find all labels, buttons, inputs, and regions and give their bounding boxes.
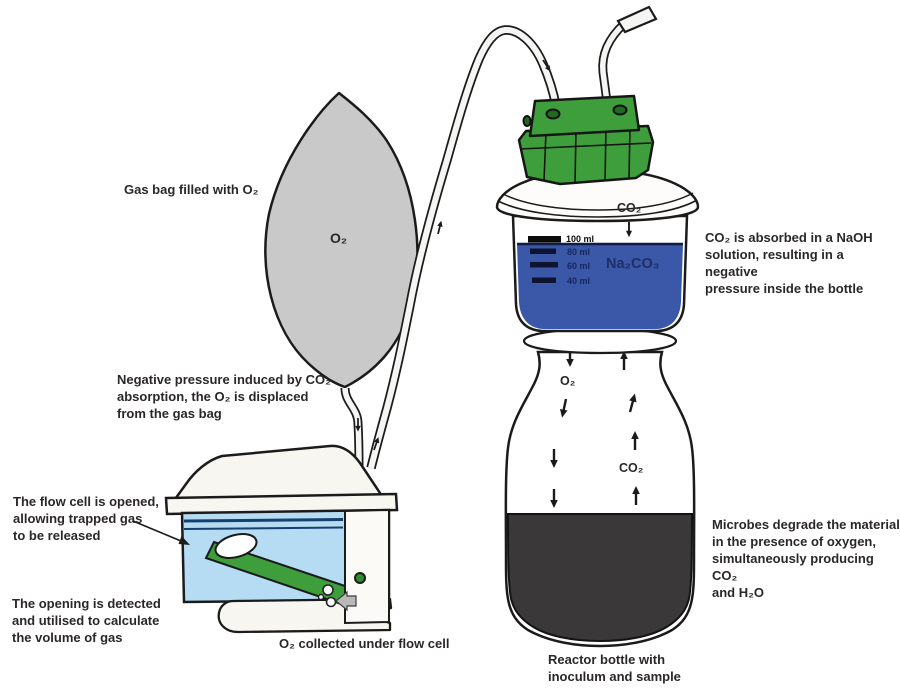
cap-port: [522, 115, 532, 127]
flow-cell-flange: [164, 492, 399, 516]
negative-pressure-note: Negative pressure induced by CO₂ absorpt…: [117, 372, 331, 421]
opening-note: The opening is detected and utilised to …: [12, 596, 161, 645]
flow-cell-lid: [171, 444, 386, 504]
scale-label-80ml: 80 ml: [567, 247, 591, 257]
vent-tube-cap: [616, 5, 658, 34]
gas-bag-shape: [264, 91, 419, 389]
gas-bag-caption: Gas bag filled with O₂: [124, 182, 259, 197]
bottle-neck-lip: [522, 327, 678, 355]
scale-label-40ml: 40 ml: [567, 276, 591, 286]
o2-collected-caption: O₂ collected under flow cell: [279, 636, 450, 651]
gas-outlet-arrow-icon: [335, 590, 357, 612]
scale-bar-40: [532, 277, 556, 283]
detector-dot: [354, 572, 366, 584]
bottle-co2-label: CO₂: [619, 461, 644, 475]
trapped-gas-bubble: [214, 533, 258, 559]
flow-cell-device: [164, 444, 399, 634]
outlet-bubble: [322, 584, 334, 596]
outlet-bubble: [317, 593, 325, 601]
cap-port: [612, 104, 628, 116]
absorber-jar: [495, 168, 700, 333]
naoh-note: CO₂ is absorbed in a NaOH solution, resu…: [705, 230, 873, 296]
water-surface-line2: [183, 526, 344, 530]
water-surface-line: [183, 518, 344, 523]
leader-arrow: [132, 520, 190, 545]
naoh-solution: [517, 244, 683, 329]
inoculum-sample-liquid: [506, 513, 694, 643]
vent-tube: [598, 5, 658, 103]
flow-cell-panel: [344, 508, 390, 625]
reactor-caption: Reactor bottle with inoculum and sample: [548, 652, 681, 684]
bottle-cap: [517, 94, 655, 186]
cap-port: [545, 108, 561, 120]
bag-gas-label: O₂: [330, 230, 348, 246]
flow-cell-note: The flow cell is opened, allowing trappe…: [13, 494, 159, 543]
lid-rim-line2: [502, 192, 694, 211]
lid-rim-line: [497, 199, 698, 218]
cap-top: [528, 94, 641, 138]
scale-bar-60: [530, 262, 558, 268]
scale-label-60ml: 60 ml: [567, 261, 591, 271]
scale-bar-80: [530, 248, 556, 254]
scale-label-100ml: 100 ml: [566, 234, 595, 244]
microbes-note: Microbes degrade the material in the pre…: [712, 517, 900, 600]
reactor-bottle: [504, 327, 696, 648]
outlet-bubble: [325, 596, 337, 608]
transfer-tube: [366, 25, 561, 470]
co2-into-solution-label: CO₂: [617, 201, 642, 215]
solution-label: Na₂CO₃: [606, 256, 660, 272]
bottle-o2-label: O₂: [560, 374, 576, 388]
scale-bar-100: [528, 236, 561, 243]
